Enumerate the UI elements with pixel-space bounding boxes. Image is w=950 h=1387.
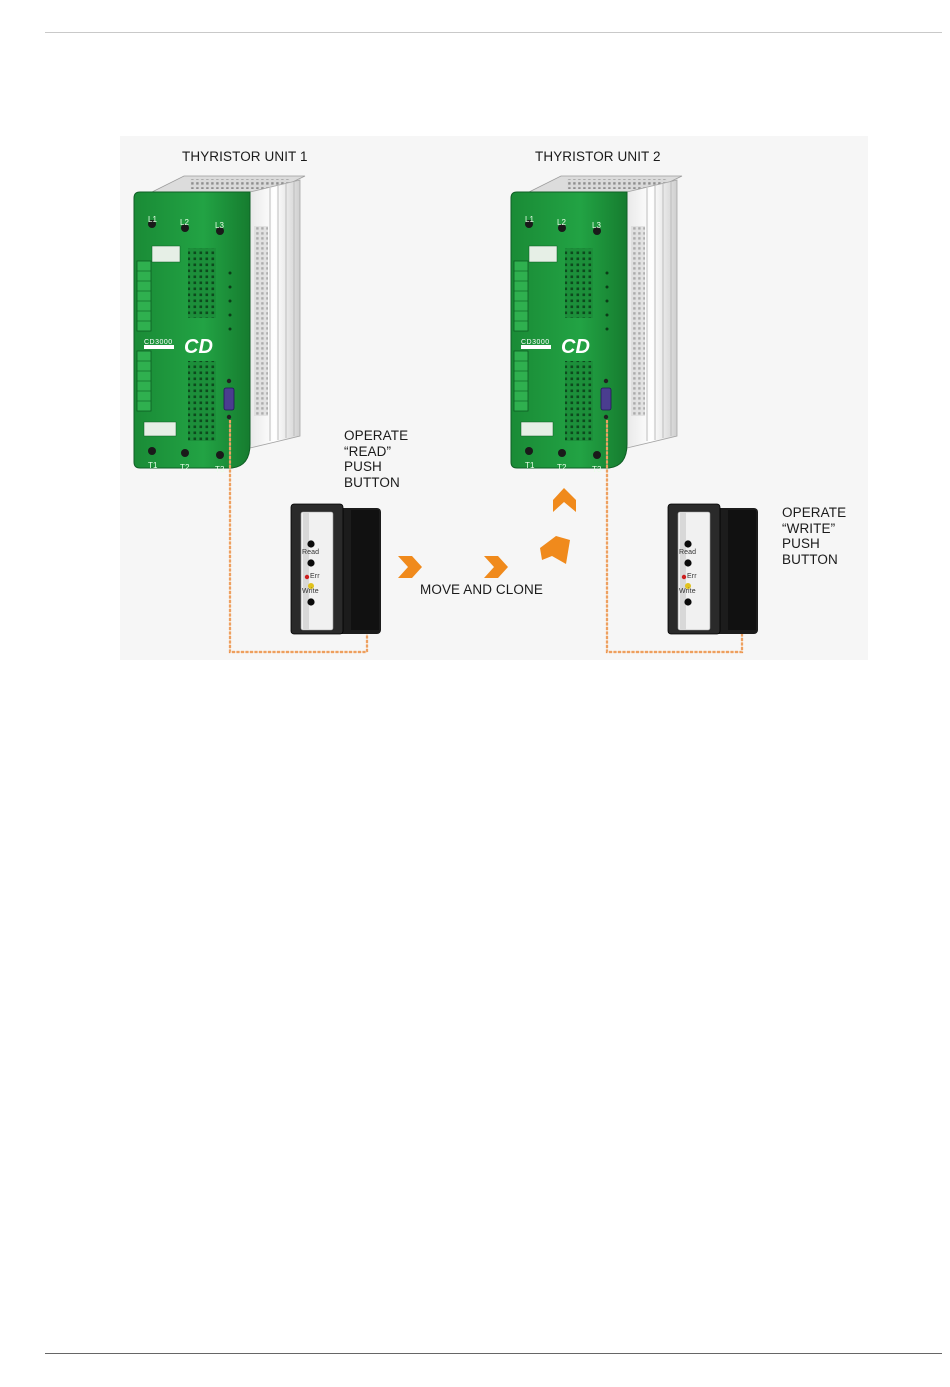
unit-1-logo: CD <box>184 336 213 358</box>
cloner-1-write-label: Write <box>302 588 319 596</box>
read-instruction: OPERATE “READ” PUSH BUTTON <box>344 428 408 490</box>
unit-1-brand: CD3000 <box>144 335 173 351</box>
cloner-2-read-label: Read <box>679 549 696 557</box>
unit-1-terminal-t1: T1 <box>148 458 158 474</box>
unit-2-terminal-l1: L1 <box>525 212 534 228</box>
unit-2-terminal-l3: L3 <box>592 218 601 234</box>
unit-2-terminal-t3: T3 <box>592 462 602 478</box>
arrow-up-right-icon <box>540 536 570 564</box>
unit-2-terminal-l2: L2 <box>557 215 566 231</box>
unit-2-brand: CD3000 <box>521 335 550 351</box>
cloner-device-read <box>291 504 381 634</box>
write-instruction: OPERATE “WRITE” PUSH BUTTON <box>782 505 846 567</box>
unit-2-label: THYRISTOR UNIT 2 <box>535 149 661 165</box>
cloner-2-err-label: Err <box>687 573 697 581</box>
move-and-clone-label: MOVE AND CLONE <box>420 582 543 598</box>
cloning-figure: THYRISTOR UNIT 1 THYRISTOR UNIT 2 OPERAT… <box>120 136 868 660</box>
arrow-right-icon-2 <box>484 556 508 578</box>
cloner-1-read-label: Read <box>302 549 319 557</box>
cloner-1-err-label: Err <box>310 573 320 581</box>
arrow-up-icon <box>553 488 576 512</box>
unit-1-terminal-l1: L1 <box>148 212 157 228</box>
unit-1-terminal-l3: L3 <box>215 218 224 234</box>
cloner-2-write-label: Write <box>679 588 696 596</box>
cloner-device-write <box>668 504 758 634</box>
unit-1-terminal-l2: L2 <box>180 215 189 231</box>
arrow-right-icon-1 <box>398 556 422 578</box>
unit-1-terminal-t2: T2 <box>180 460 190 476</box>
unit-2-logo: CD <box>561 336 590 358</box>
footer-rule <box>45 1353 942 1354</box>
unit-2-terminal-t1: T1 <box>525 458 535 474</box>
header-rule <box>45 32 942 33</box>
unit-1-terminal-t3: T3 <box>215 462 225 478</box>
unit-2-terminal-t2: T2 <box>557 460 567 476</box>
unit-1-label: THYRISTOR UNIT 1 <box>182 149 308 165</box>
